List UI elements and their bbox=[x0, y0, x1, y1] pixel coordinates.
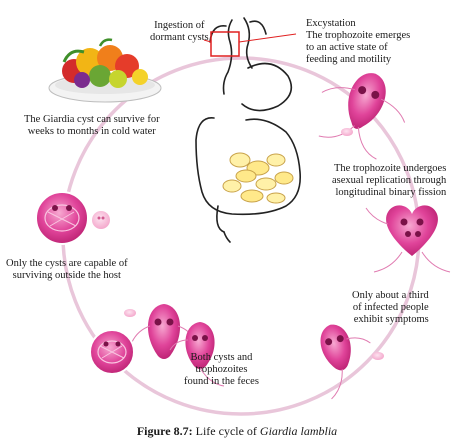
caption-figure-number: Figure 8.7: bbox=[136, 424, 193, 438]
trophozoite-icon bbox=[131, 304, 197, 359]
ingestion-pointer bbox=[203, 39, 212, 43]
figure-caption: Figure 8.7: Life cycle of Giardia lambli… bbox=[0, 424, 474, 439]
trophozoite-icon bbox=[365, 205, 451, 273]
trophozoite-icon bbox=[320, 324, 371, 400]
trophozoite-icon bbox=[169, 322, 225, 387]
label-survive-host: Only the cysts are capable of surviving … bbox=[6, 258, 128, 281]
fruit-bowl-icon bbox=[48, 38, 162, 103]
caption-text: Life cycle of bbox=[195, 424, 257, 438]
trophozoite-icon bbox=[318, 73, 406, 160]
small-cyst-icon bbox=[372, 352, 384, 360]
caption-species: Giardia lamblia bbox=[259, 424, 338, 438]
small-intestine bbox=[222, 152, 294, 204]
label-ingestion: Ingestion of dormant cysts bbox=[150, 20, 209, 43]
label-replication: The trophozoite undergoes asexual replic… bbox=[332, 163, 447, 198]
small-cyst-icon bbox=[124, 309, 136, 317]
small-cyst-icon bbox=[341, 128, 353, 136]
cyst-icon bbox=[35, 191, 89, 245]
label-feces: Both cysts and trophozoites found in the… bbox=[184, 352, 259, 387]
excystation-pointer bbox=[238, 33, 297, 43]
cyst-icon bbox=[89, 329, 135, 375]
label-cold-water: The Giardia cyst can survive for weeks t… bbox=[24, 114, 160, 137]
small-cyst-icon bbox=[92, 211, 110, 229]
ingestion-highlight-box bbox=[210, 31, 240, 57]
label-excystation: Excystation The trophozoite emerges to a… bbox=[306, 18, 411, 65]
label-symptoms: Only about a third of infected people ex… bbox=[352, 290, 429, 325]
